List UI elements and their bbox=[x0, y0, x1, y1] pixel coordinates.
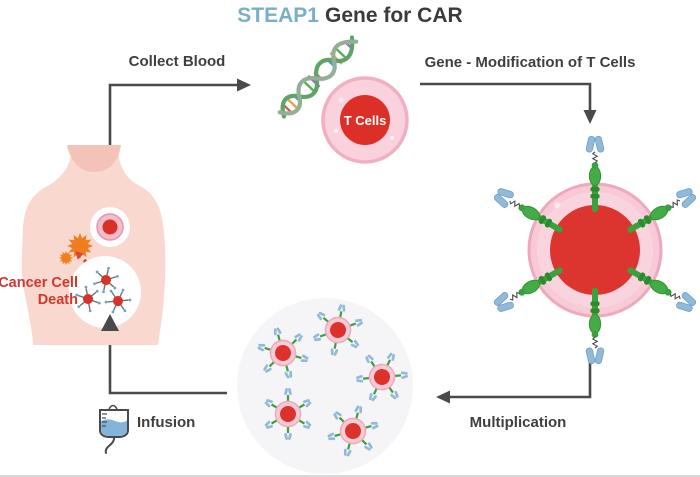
label-collect-blood: Collect Blood bbox=[129, 53, 226, 70]
title-rest: Gene for CAR bbox=[325, 4, 463, 27]
car-t-cell-icon bbox=[490, 135, 700, 365]
arrow-infusion bbox=[108, 330, 227, 395]
arrowhead-left-icon bbox=[436, 390, 450, 404]
iv-bag-icon bbox=[99, 404, 129, 454]
arrow-multiplication bbox=[446, 362, 592, 399]
arrowhead-up-icon bbox=[101, 314, 119, 331]
neck-icon bbox=[67, 145, 121, 172]
infused-cells-icon bbox=[69, 256, 141, 328]
label-multiplication: Multiplication bbox=[470, 414, 567, 431]
multiplied-cells-icon bbox=[237, 298, 416, 474]
chest-t-cell-icon bbox=[90, 207, 130, 247]
dna-icon bbox=[277, 35, 359, 119]
label-cancer-cell-death: Cancer Cell Death bbox=[0, 275, 78, 308]
t-cell-icon: T Cells bbox=[321, 76, 409, 164]
arrowhead-down-icon bbox=[583, 110, 597, 124]
page-title: STEAP1 Gene for CAR bbox=[237, 4, 462, 27]
label-gene-modification: Gene - Modification of T Cells bbox=[425, 54, 636, 71]
title-highlight: STEAP1 bbox=[237, 4, 319, 27]
cancer-death-line2: Death bbox=[38, 292, 78, 308]
arrow-gene-modification bbox=[420, 82, 592, 112]
label-infusion: Infusion bbox=[137, 414, 195, 431]
t-cells-label: T Cells bbox=[344, 113, 387, 128]
cancer-death-line1: Cancer Cell bbox=[0, 275, 78, 291]
arrowhead-right-icon bbox=[237, 78, 251, 92]
